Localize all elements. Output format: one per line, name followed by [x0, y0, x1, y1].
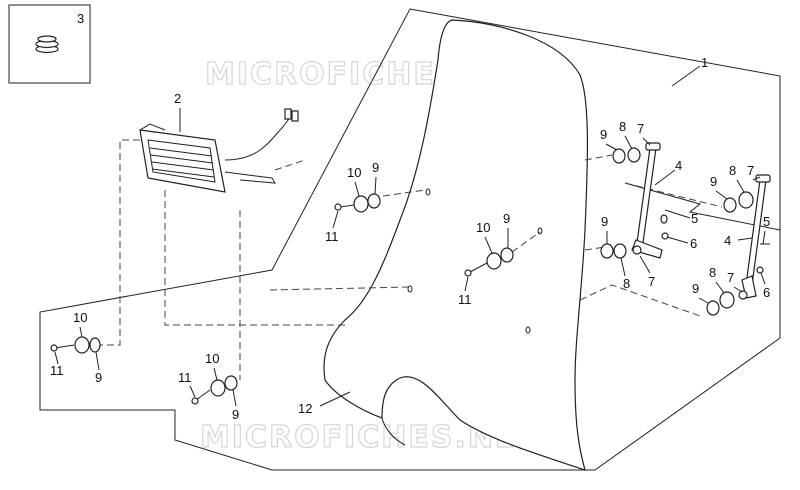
- label-8a: 8: [619, 119, 626, 134]
- label-5b: 5: [763, 214, 770, 229]
- label-9h: 9: [692, 281, 699, 296]
- label-7c: 7: [747, 163, 754, 178]
- fastener-group-left: 10 11 9: [50, 310, 102, 385]
- label-9d: 9: [503, 211, 510, 226]
- inset-box-part-3: 3: [8, 4, 91, 84]
- mounting-holes: [407, 188, 543, 334]
- bracket-part-4-right: [706, 174, 771, 316]
- label-9a: 9: [95, 370, 102, 385]
- label-9e: 9: [600, 127, 607, 142]
- label-7b: 7: [648, 274, 655, 289]
- label-9g: 9: [710, 174, 717, 189]
- label-1: 1: [701, 55, 708, 70]
- label-5a: 5: [691, 211, 698, 226]
- label-11a: 11: [50, 363, 64, 378]
- label-4b: 4: [724, 233, 731, 248]
- label-8d: 8: [709, 265, 716, 280]
- windscreen-part-12: [323, 19, 589, 471]
- fastener-group-upper-left: 10 9 11: [325, 160, 381, 244]
- fastener-group-lower-mid: 10 11 9: [178, 351, 239, 422]
- assembly-outline-right: [624, 182, 781, 231]
- label-11d: 11: [458, 292, 472, 307]
- bracket-part-4-left: [600, 142, 691, 259]
- label-9f: 9: [601, 214, 608, 229]
- label-4a: 4: [675, 158, 682, 173]
- label-6b: 6: [763, 285, 770, 300]
- label-6a: 6: [690, 236, 697, 251]
- label-8c: 8: [729, 163, 736, 178]
- label-9b: 9: [232, 407, 239, 422]
- label-12: 12: [298, 401, 312, 416]
- label-11c: 11: [325, 229, 339, 244]
- label-7a: 7: [637, 121, 644, 136]
- label-8b: 8: [623, 276, 630, 291]
- label-10a: 10: [73, 310, 87, 325]
- fastener-group-center: 10 9 11: [458, 211, 514, 307]
- label-3: 3: [77, 11, 84, 26]
- label-7d: 7: [727, 270, 734, 285]
- assembly-outline-main: [39, 8, 781, 471]
- label-9c: 9: [372, 160, 379, 175]
- label-2: 2: [174, 91, 181, 106]
- label-10b: 10: [205, 351, 219, 366]
- label-10d: 10: [476, 220, 490, 235]
- label-11b: 11: [178, 370, 192, 385]
- label-10c: 10: [347, 165, 361, 180]
- light-unit-part-2: 2: [139, 91, 299, 193]
